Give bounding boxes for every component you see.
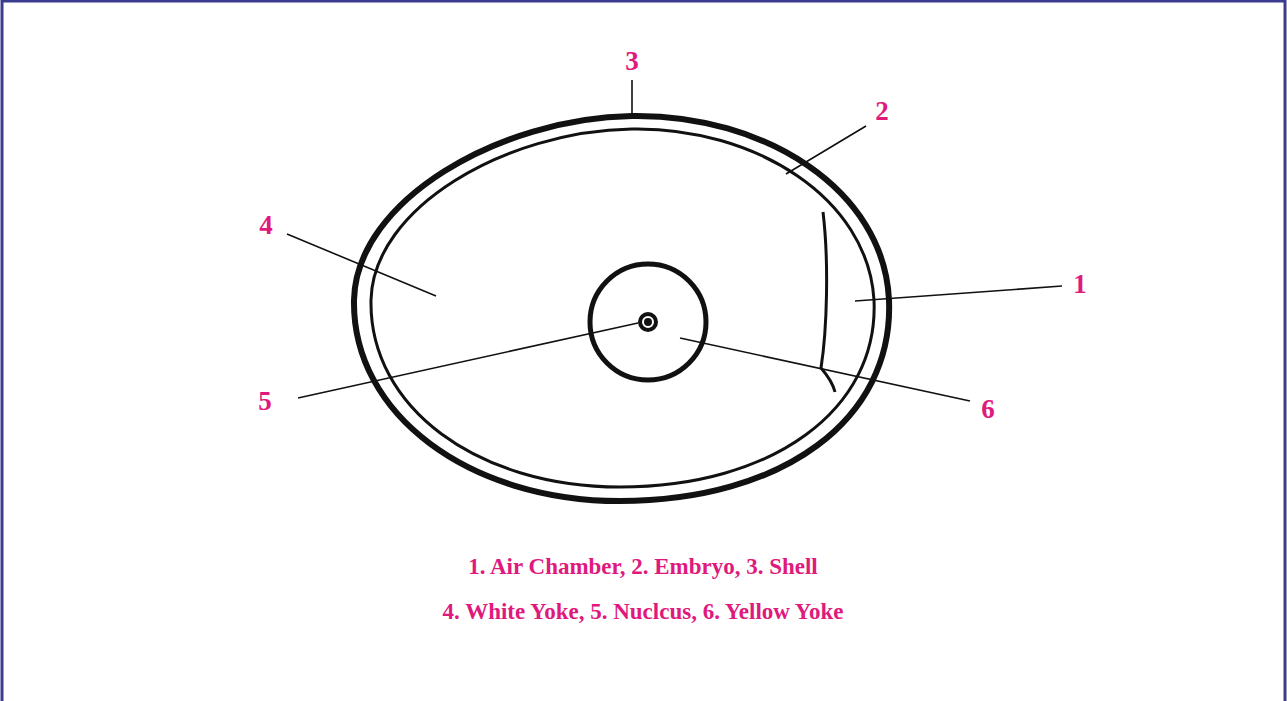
- leader-line: [855, 286, 1062, 301]
- caption-line: 4. White Yoke, 5. Nuclcus, 6. Yellow Yok…: [443, 599, 844, 624]
- callout-number: 5: [258, 387, 272, 417]
- leader-line: [786, 126, 866, 174]
- callout-number: 1: [1073, 270, 1087, 300]
- yolk-circle: [590, 264, 706, 380]
- nucleus-dot: [638, 312, 658, 332]
- leader-line: [287, 234, 436, 296]
- leader-line: [680, 338, 970, 401]
- callout-number: 4: [259, 211, 273, 241]
- leader-lines: [287, 80, 1062, 401]
- nucleus-ring: [643, 317, 653, 327]
- caption-line: 1. Air Chamber, 2. Embryo, 3. Shell: [468, 554, 818, 579]
- egg-shell: [354, 116, 889, 501]
- callout-number: 6: [981, 395, 995, 425]
- air-chamber-line: [821, 212, 835, 392]
- callout-number: 3: [625, 47, 639, 77]
- shell-membrane: [371, 129, 874, 487]
- leader-line: [631, 80, 633, 116]
- callout-number: 2: [875, 97, 889, 127]
- leader-line: [298, 323, 638, 398]
